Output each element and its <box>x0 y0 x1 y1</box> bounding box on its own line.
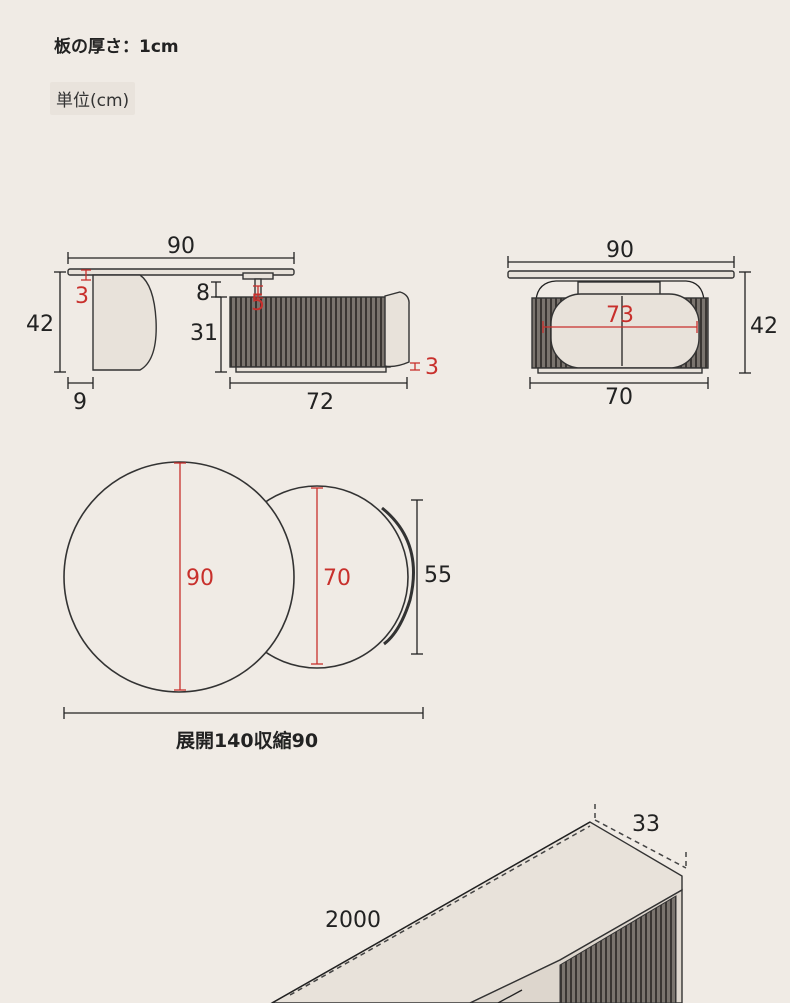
front-arch <box>535 280 705 301</box>
top-view: 90 70 55 展開140収縮90 <box>63 461 452 752</box>
side-cabinet <box>229 296 391 368</box>
side-thickness-small: 5 <box>251 291 265 316</box>
small-circle-rim <box>381 506 415 646</box>
large-circle <box>63 461 295 693</box>
thickness-label: 板の厚さ：1cm <box>54 37 179 57</box>
side-leg-width: 9 <box>73 390 87 415</box>
front-inner-width: 73 <box>606 303 634 328</box>
side-small-top <box>242 272 274 280</box>
side-gap: 8 <box>196 281 210 306</box>
side-plate-thickness: 3 <box>75 284 89 309</box>
side-base-offset: 3 <box>425 355 439 380</box>
tv-stand-length: 2000 <box>325 908 381 933</box>
front-top-plate <box>507 270 735 279</box>
side-top-width: 90 <box>167 234 195 259</box>
side-cabinet-width: 72 <box>306 390 334 415</box>
front-height: 42 <box>750 314 778 339</box>
tv-stand-depth: 33 <box>632 812 660 837</box>
side-cabinet-base <box>235 366 387 373</box>
front-base-width: 70 <box>605 385 633 410</box>
large-diameter: 90 <box>186 566 214 591</box>
side-top-plate <box>67 268 295 276</box>
side-leg <box>92 274 157 371</box>
side-height: 42 <box>26 312 54 337</box>
side-cabinet-door <box>384 291 410 368</box>
front-view: 90 73 42 70 <box>507 238 778 410</box>
tv-stand-ribs <box>559 895 677 1003</box>
small-diameter: 70 <box>323 566 351 591</box>
front-top-width: 90 <box>606 238 634 263</box>
tv-stand: 33 2000 <box>270 804 687 1003</box>
offset-dimension: 55 <box>424 563 452 588</box>
unit-label: 単位(cm) <box>50 82 136 115</box>
expand-caption: 展開140収縮90 <box>176 729 318 752</box>
side-cabinet-height: 31 <box>190 321 218 346</box>
front-base <box>537 367 703 374</box>
side-view: 90 42 3 9 8 5 31 <box>26 234 439 415</box>
